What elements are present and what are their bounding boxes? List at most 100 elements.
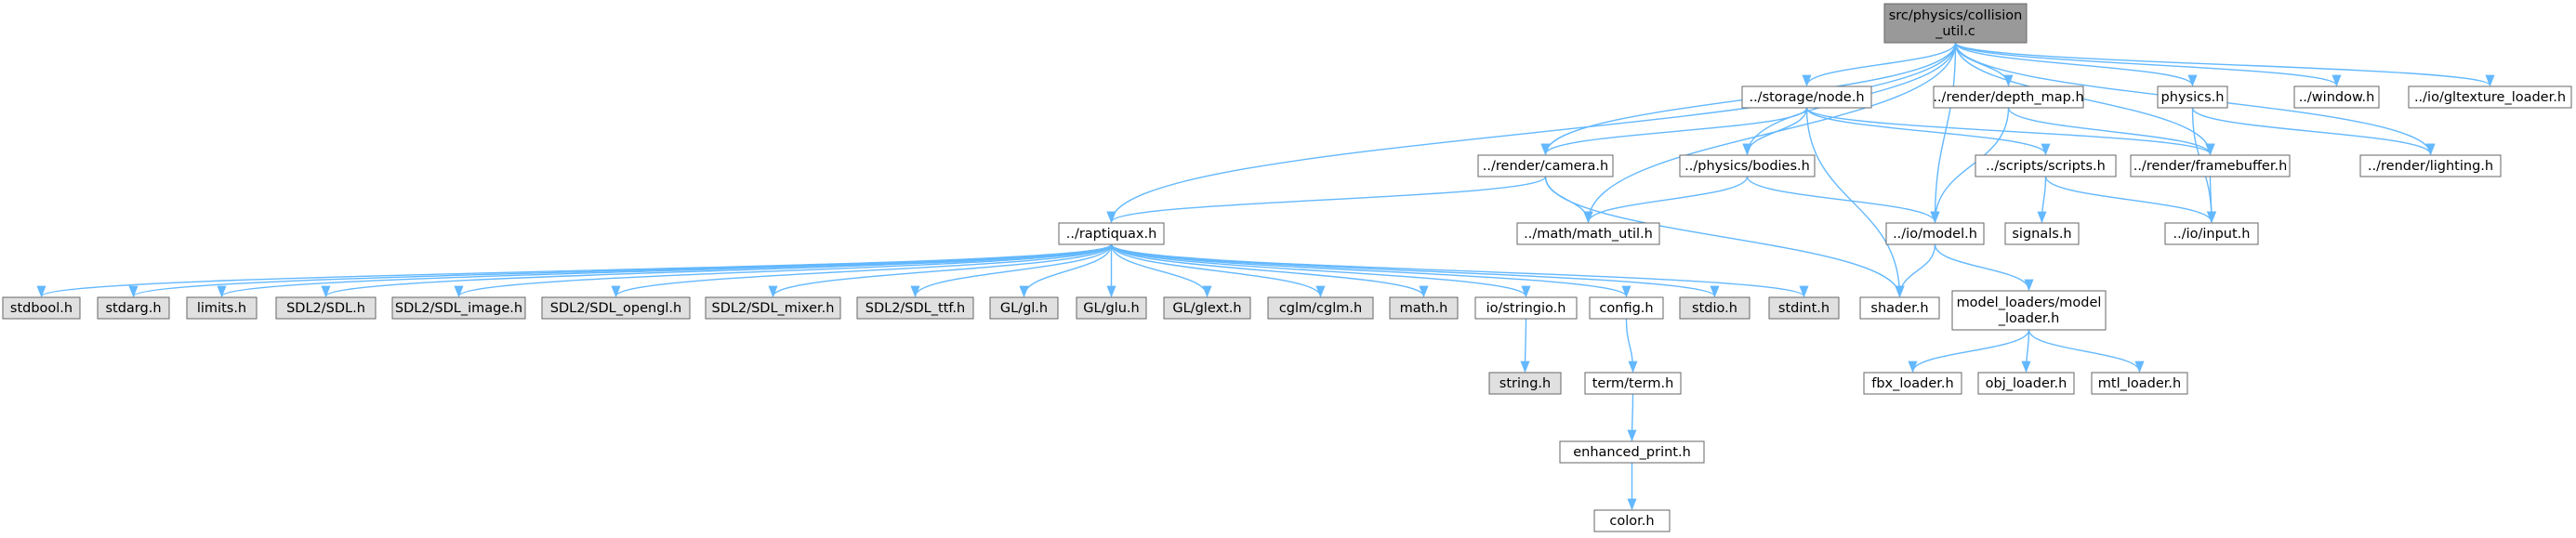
node-box [1885,222,1985,245]
node-mtl[interactable]: mtl_loader.h [2091,372,2188,395]
node-label: ../io/gltexture_loader.h [2414,90,2566,105]
edge-model_loader-to-fbx [1908,329,2030,374]
node-fbx[interactable]: fbx_loader.h [1863,372,1962,395]
node-sdl_image: SDL2/SDL_image.h [391,296,526,320]
edge-raptiquax-to-sdl_mixer [768,243,1113,298]
edge-storage_node-to-shader [1805,107,1905,298]
node-stdarg: stdarg.h [97,296,170,320]
node-label: cglm/cglm.h [1279,301,1362,316]
node-box [1474,296,1578,320]
node-math_util[interactable]: ../math/math_util.h [1516,222,1660,245]
node-label: GL/gl.h [1000,301,1048,316]
node-box [541,296,691,320]
node-label: model_loaders/model [1957,295,2102,310]
node-label: ../io/input.h [2173,227,2251,242]
edge-physics_h-to-lighting [2191,107,2436,156]
node-shader[interactable]: shader.h [1859,296,1940,320]
node-depth_map[interactable]: ../render/depth_map.h [1933,85,2084,109]
node-signals[interactable]: signals.h [2004,222,2080,245]
node-raptiquax[interactable]: ../raptiquax.h [1058,222,1165,245]
node-label: string.h [1499,376,1551,391]
node-box [1559,440,1705,464]
node-box [1859,296,1940,320]
edge-root-to-math_util [1583,42,1957,224]
node-label: src/physics/collision [1889,8,2023,23]
node-model[interactable]: ../io/model.h [1885,222,1985,245]
node-camera[interactable]: ../render/camera.h [1477,154,1614,177]
edge-model_loader-to-obj [2021,329,2031,374]
edge-camera-to-raptiquax [1106,176,1547,224]
node-box [1768,296,1840,320]
node-model_loader[interactable]: model_loaders/model_loader.h [1951,290,2107,331]
node-box [275,296,376,320]
node-sdl: SDL2/SDL.h [275,296,376,320]
edge-raptiquax-to-stringio [1110,243,1531,298]
node-window_h[interactable]: ../window.h [2293,85,2380,109]
node-label: ../render/lighting.h [2368,159,2493,174]
node-label: ../raptiquax.h [1066,227,1157,242]
node-label: ../storage/node.h [1749,90,1864,105]
node-sdl_opengl: SDL2/SDL_opengl.h [541,296,691,320]
node-box [2293,85,2380,109]
node-config[interactable]: config.h [1589,296,1664,320]
node-obj[interactable]: obj_loader.h [1977,372,2075,395]
node-lighting[interactable]: ../render/lighting.h [2359,154,2502,177]
node-box [1883,3,2028,44]
node-label: GL/glu.h [1083,301,1139,316]
node-label: stdio.h [1692,301,1737,316]
node-label: SDL2/SDL.h [286,301,365,316]
edge-raptiquax-to-sdl [321,243,1113,298]
node-bodies[interactable]: ../physics/bodies.h [1679,154,1816,177]
node-box [1975,154,2117,177]
node-box [2164,222,2259,245]
node-stringio[interactable]: io/stringio.h [1474,296,1578,320]
node-term[interactable]: term/term.h [1584,372,1682,395]
edge-framebuffer-to-input [2206,176,2217,224]
node-glext: GL/glext.h [1163,296,1251,320]
node-scripts[interactable]: ../scripts/scripts.h [1975,154,2117,177]
node-box [1679,154,1816,177]
node-physics_h[interactable]: physics.h [2157,85,2228,109]
edge-raptiquax-to-limits [217,243,1113,298]
node-box [1951,290,2107,331]
edge-root-to-window_h [1954,42,2342,87]
node-box [1584,372,1682,395]
node-box [186,296,258,320]
edge-depth_map-to-model [1930,107,2010,224]
node-label: stdarg.h [105,301,161,316]
node-color[interactable]: color.h [1593,509,1671,532]
node-box [2157,85,2228,109]
node-label: mtl_loader.h [2098,376,2181,391]
node-gltexture[interactable]: ../io/gltexture_loader.h [2408,85,2572,109]
node-enhanced[interactable]: enhanced_print.h [1559,440,1705,464]
node-label: limits.h [197,301,246,316]
node-label: term/term.h [1592,376,1674,391]
node-label: enhanced_print.h [1573,445,1691,460]
node-label: _loader.h [1998,311,2060,326]
node-label: SDL2/SDL_image.h [395,301,522,316]
node-framebuffer[interactable]: ../render/framebuffer.h [2130,154,2291,177]
edge-raptiquax-to-sdl_image [454,243,1113,298]
edges-layer [36,42,2495,511]
node-glu: GL/glu.h [1076,296,1147,320]
node-box [1163,296,1251,320]
edge-storage_node-to-bodies [1742,107,1808,156]
node-box [989,296,1059,320]
node-label: stdbool.h [10,301,73,316]
node-sdl_mixer: SDL2/SDL_mixer.h [705,296,841,320]
node-box [1477,154,1614,177]
node-box [2,296,81,320]
node-label: shader.h [1870,301,1928,316]
edge-camera-to-shader [1544,176,1905,298]
node-root[interactable]: src/physics/collision_util.c [1883,3,2028,44]
node-box [2408,85,2572,109]
node-box [2091,372,2188,395]
node-input[interactable]: ../io/input.h [2164,222,2259,245]
edge-root-to-gltexture [1954,42,2495,87]
node-cglm: cglm/cglm.h [1267,296,1374,320]
node-label: ../render/camera.h [1483,159,1608,174]
edge-raptiquax-to-stdint [1110,243,1809,298]
edge-config-to-term [1625,318,1638,374]
node-storage_node[interactable]: ../storage/node.h [1741,85,1872,109]
edge-storage_node-to-framebuffer [1805,107,2215,156]
